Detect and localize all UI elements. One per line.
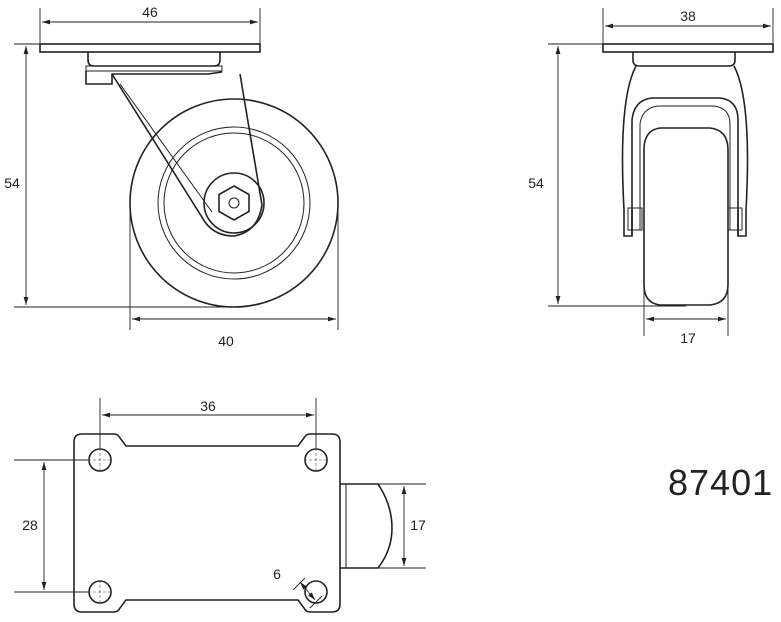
front-swivel-raceway	[632, 52, 736, 67]
top-wheel-width-label: 17	[410, 517, 426, 533]
front-total-height-label: 54	[528, 175, 544, 191]
front-fork-inner-2	[639, 105, 731, 230]
top-hole-spacing-x-label: 36	[200, 398, 216, 414]
top-wheel-outline	[340, 483, 393, 569]
model-number: 87401	[668, 462, 774, 503]
side-wheel-hub	[163, 132, 305, 274]
front-view: 38 54 17	[528, 8, 774, 346]
top-plate-outline	[73, 433, 341, 613]
front-wheel-width-label: 17	[680, 330, 696, 346]
front-fork-outer	[621, 65, 637, 237]
side-axle-nut	[218, 185, 250, 221]
front-wheel	[643, 127, 729, 306]
side-view: 46 54 40	[4, 4, 339, 349]
side-axle-boss	[203, 172, 265, 234]
top-hole-spacing-y-label: 28	[22, 517, 38, 533]
side-swivel-ring	[85, 65, 223, 72]
front-plate-width-label: 38	[680, 8, 696, 24]
side-wheel-tread	[157, 126, 311, 280]
side-swivel-raceway	[87, 52, 221, 67]
side-total-height-label: 54	[4, 175, 20, 191]
side-plate-width-label: 46	[142, 4, 158, 20]
front-axle-left	[627, 207, 643, 231]
side-wheel-outer	[129, 98, 339, 308]
side-fork-arm-inner	[119, 83, 213, 213]
top-hole-diameter-label: 6	[273, 566, 281, 582]
side-wheel-diameter-label: 40	[218, 333, 234, 349]
side-mounting-plate	[39, 43, 261, 53]
front-fork-inner	[631, 97, 739, 236]
side-axle-center	[228, 197, 240, 209]
top-view: 36 28 17 6	[14, 398, 426, 613]
front-mounting-plate	[602, 43, 774, 53]
side-fork-top	[85, 71, 223, 85]
side-fork-arm	[111, 73, 263, 237]
front-fork-outer-right	[733, 65, 749, 237]
